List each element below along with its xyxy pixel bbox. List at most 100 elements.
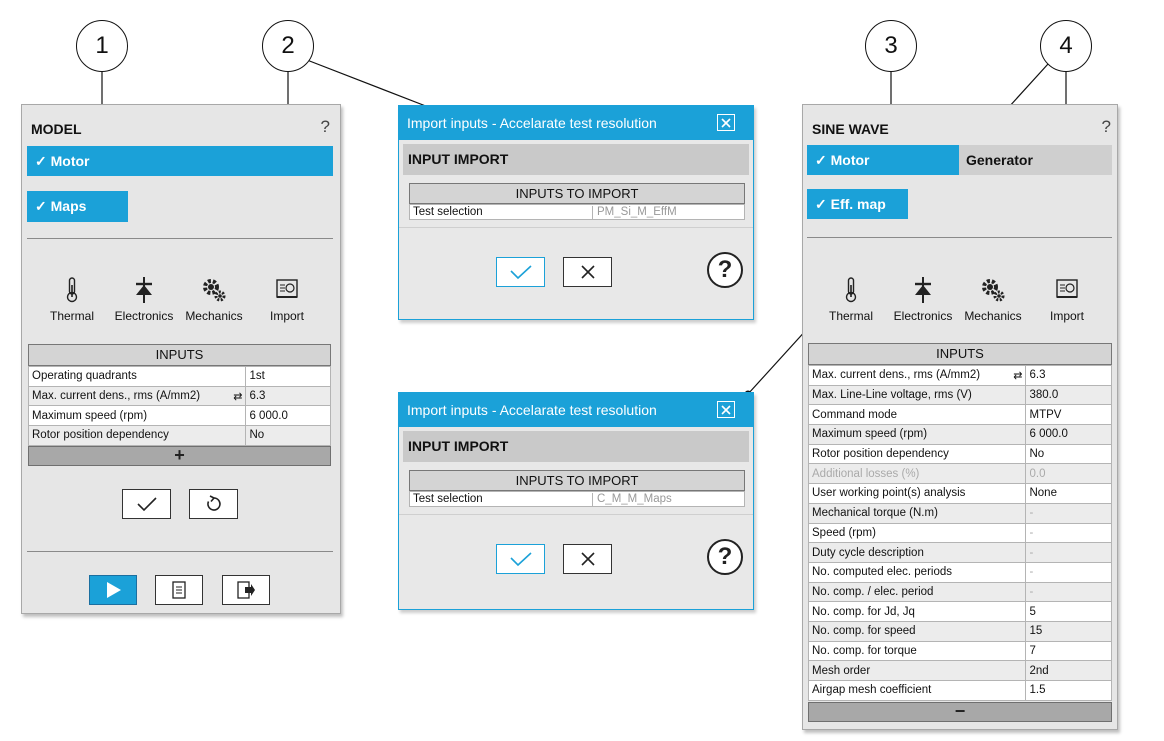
divider: [27, 238, 333, 239]
reset-button[interactable]: [189, 489, 238, 519]
diode-icon: [915, 277, 931, 303]
row-value[interactable]: None: [1025, 483, 1112, 504]
row-label: Test selection: [413, 493, 483, 505]
table-row[interactable]: Max. Line-Line voltage, rms (V)380.0: [807, 384, 1112, 406]
row-value[interactable]: No: [245, 425, 331, 446]
swap-icon[interactable]: ⇄: [1013, 369, 1023, 382]
tool-label: Import: [1049, 309, 1084, 323]
table-row[interactable]: Maximum speed (rpm)6 000.0: [27, 405, 331, 427]
row-value[interactable]: 5: [1025, 601, 1112, 622]
motor-button[interactable]: ✓ Motor: [27, 146, 333, 176]
tool-label: Mechanics: [964, 309, 1022, 323]
swap-icon[interactable]: ⇄: [233, 390, 243, 403]
row-label: Max. current dens., rms (A/mm2)⇄: [27, 385, 247, 407]
row-label: Rotor position dependency: [807, 443, 1027, 465]
close-button[interactable]: [717, 114, 735, 131]
row-value[interactable]: 6.3: [245, 385, 331, 407]
table-row[interactable]: Test selection C_M_M_Maps: [409, 491, 745, 507]
help-button[interactable]: ?: [1101, 117, 1111, 136]
checkmark-icon: [509, 265, 532, 280]
import-tool[interactable]: Import: [252, 277, 322, 323]
row-value[interactable]: 6 000.0: [1025, 424, 1112, 445]
report-button[interactable]: [155, 575, 203, 605]
import-tool[interactable]: Import: [1032, 277, 1102, 323]
table-row[interactable]: Max. current dens., rms (A/mm2)⇄6.3: [27, 385, 331, 407]
row-value: -: [1025, 581, 1112, 603]
callout-4: 4: [1040, 20, 1092, 72]
ok-button[interactable]: [496, 544, 545, 574]
row-label: Additional losses (%): [807, 463, 1027, 485]
validate-button[interactable]: [122, 489, 171, 519]
import-dialog: Import inputs - Accelarate test resoluti…: [398, 105, 754, 320]
row-value[interactable]: 1st: [245, 366, 331, 387]
diode-icon: [136, 277, 152, 303]
mechanics-tool[interactable]: Mechanics: [958, 277, 1028, 323]
test-selection-value[interactable]: PM_Si_M_EffM: [592, 206, 677, 220]
cancel-button[interactable]: [563, 257, 612, 287]
inputs-header: INPUTS: [808, 343, 1112, 365]
close-button[interactable]: [717, 401, 735, 418]
row-label: Command mode: [807, 404, 1027, 426]
test-selection-value[interactable]: C_M_M_Maps: [592, 493, 672, 507]
divider: [27, 551, 333, 552]
table-row: No. computed elec. periods-: [807, 561, 1112, 583]
row-value[interactable]: 380.0: [1025, 384, 1112, 406]
table-row: No. comp. / elec. period-: [807, 581, 1112, 603]
table-row: Additional losses (%)0.0: [807, 463, 1112, 485]
mechanics-tool[interactable]: Mechanics: [179, 277, 249, 323]
row-value[interactable]: No: [1025, 443, 1112, 465]
row-value[interactable]: 7: [1025, 640, 1112, 662]
sine-wave-panel: SINE WAVE ? ✓ Motor Generator ✓ Eff. map…: [802, 104, 1118, 730]
row-value[interactable]: 6.3: [1025, 365, 1112, 386]
model-panel: MODEL ? ✓ Motor ✓ Maps Thermal Electroni…: [21, 104, 341, 614]
row-value[interactable]: 1.5: [1025, 680, 1112, 701]
panel-title: MODEL: [31, 121, 82, 137]
export-button[interactable]: [222, 575, 270, 605]
expand-button[interactable]: +: [28, 446, 331, 466]
row-label: Mechanical torque (N.m): [807, 502, 1027, 524]
cancel-button[interactable]: [563, 544, 612, 574]
tool-label: Mechanics: [185, 309, 243, 323]
ok-button[interactable]: [496, 257, 545, 287]
tab-generator[interactable]: Generator: [959, 145, 1112, 175]
help-button[interactable]: ?: [707, 539, 743, 575]
electronics-tool[interactable]: Electronics: [109, 277, 179, 323]
row-label: No. comp. for speed: [807, 620, 1027, 642]
electronics-tool[interactable]: Electronics: [888, 277, 958, 323]
run-button[interactable]: [89, 575, 137, 605]
row-label: Operating quadrants: [27, 366, 247, 387]
row-value[interactable]: MTPV: [1025, 404, 1112, 426]
callout-2: 2: [262, 20, 314, 72]
eff-map-button[interactable]: ✓ Eff. map: [807, 189, 908, 219]
table-row[interactable]: Maximum speed (rpm)6 000.0: [807, 424, 1112, 445]
table-row[interactable]: Max. current dens., rms (A/mm2)⇄6.3: [807, 365, 1112, 386]
help-button[interactable]: ?: [320, 117, 330, 136]
callout-1: 1: [76, 20, 128, 72]
tool-label: Electronics: [893, 309, 953, 323]
maps-button[interactable]: ✓ Maps: [27, 191, 128, 222]
thermal-tool[interactable]: Thermal: [816, 277, 886, 323]
help-button[interactable]: ?: [707, 252, 743, 288]
row-value[interactable]: 6 000.0: [245, 405, 331, 427]
collapse-button[interactable]: −: [808, 702, 1112, 722]
row-label: No. comp. / elec. period: [807, 581, 1027, 603]
row-label: Rotor position dependency: [27, 425, 247, 446]
table-row[interactable]: Test selection PM_Si_M_EffM: [409, 204, 745, 220]
checkmark-icon: [136, 497, 157, 512]
row-value[interactable]: 2nd: [1025, 660, 1112, 681]
row-label: Maximum speed (rpm): [27, 405, 247, 427]
row-value[interactable]: 15: [1025, 620, 1112, 642]
table-row: Speed (rpm)-: [807, 522, 1112, 544]
thermal-tool[interactable]: Thermal: [37, 277, 107, 323]
tab-motor[interactable]: ✓ Motor: [807, 145, 959, 175]
